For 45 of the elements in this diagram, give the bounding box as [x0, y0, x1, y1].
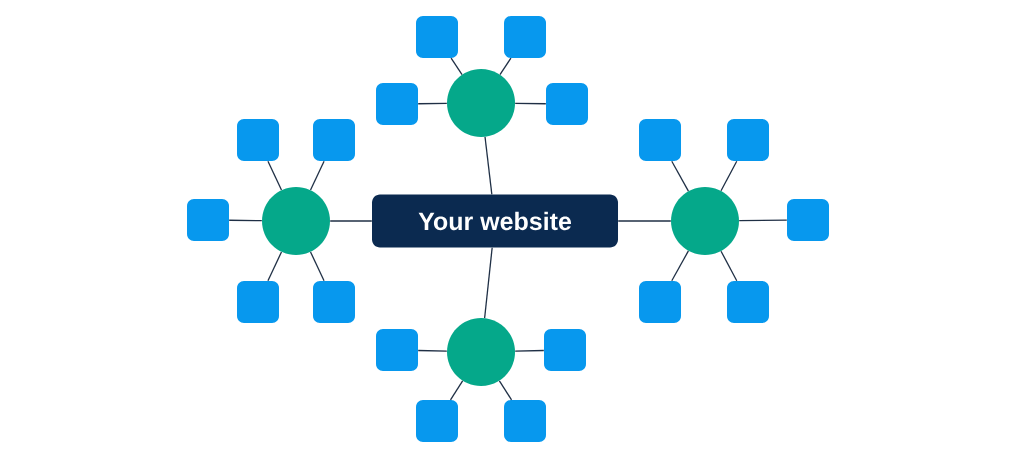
- connector-line: [484, 247, 493, 319]
- page-square: [727, 281, 769, 323]
- connector-line: [498, 380, 513, 401]
- page-square: [546, 83, 588, 125]
- page-square: [376, 83, 418, 125]
- page-square: [313, 119, 355, 161]
- hub-circle: [671, 187, 739, 255]
- connector-line: [267, 251, 283, 282]
- connector-line: [450, 57, 463, 76]
- page-square: [544, 329, 586, 371]
- page-square: [727, 119, 769, 161]
- title-box: Your website: [372, 194, 618, 248]
- hub-circle: [447, 318, 515, 386]
- connector-line: [514, 349, 545, 352]
- page-square: [313, 281, 355, 323]
- connector-line: [329, 220, 373, 222]
- connector-line: [484, 136, 493, 195]
- connector-line: [720, 160, 738, 192]
- page-square: [504, 400, 546, 442]
- page-square: [639, 281, 681, 323]
- page-square: [237, 119, 279, 161]
- connector-line: [499, 57, 512, 76]
- page-square: [787, 199, 829, 241]
- page-square: [639, 119, 681, 161]
- hub-circle: [262, 187, 330, 255]
- connector-line: [720, 250, 738, 282]
- connector-line: [514, 102, 547, 105]
- connector-line: [267, 160, 283, 191]
- connector-line: [309, 251, 325, 282]
- page-square: [187, 199, 229, 241]
- page-square: [504, 16, 546, 58]
- connector-line: [309, 160, 325, 191]
- connector-line: [228, 219, 263, 222]
- page-square: [416, 400, 458, 442]
- connector-line: [449, 380, 464, 401]
- connector-line: [417, 349, 448, 352]
- page-square: [416, 16, 458, 58]
- page-square: [376, 329, 418, 371]
- connector-line: [671, 160, 690, 192]
- hub-circle: [447, 69, 515, 137]
- connector-line: [417, 102, 448, 105]
- connector-line: [671, 250, 690, 282]
- page-square: [237, 281, 279, 323]
- connector-line: [738, 219, 788, 222]
- connector-line: [617, 220, 672, 222]
